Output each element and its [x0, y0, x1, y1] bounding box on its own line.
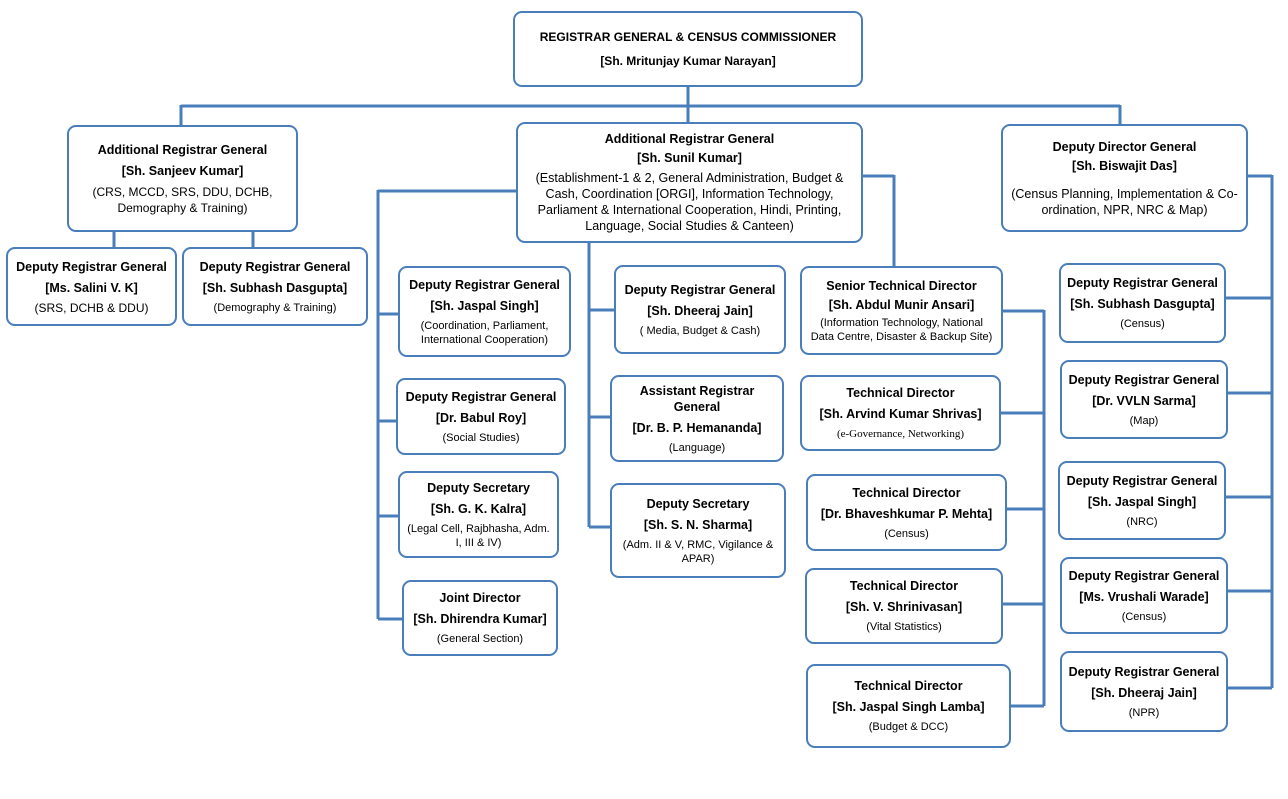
box-name: [Sh. Dheeraj Jain]: [1091, 685, 1197, 700]
box-name: [Dr. Babul Roy]: [435, 410, 527, 425]
box-desc: (Information Technology, National Data C…: [810, 316, 993, 343]
box-title: Additional Registrar General: [97, 142, 268, 157]
drg-vrushali-box: Deputy Registrar General [Ms. Vrushali W…: [1060, 557, 1228, 634]
box-desc: (SRS, DCHB & DDU): [34, 300, 149, 315]
box-title: Assistant Registrar General: [639, 383, 755, 414]
jd-dhirendra-box: Joint Director [Sh. Dhirendra Kumar] (Ge…: [402, 580, 558, 656]
box-desc: (e-Governance, Networking): [836, 428, 965, 440]
box-desc: (Legal Cell, Rajbhasha, Adm. I, III & IV…: [407, 522, 550, 549]
box-title: Deputy Registrar General: [1068, 664, 1220, 679]
box-name: [Sh. V. Shrinivasan]: [845, 600, 963, 614]
box-name: [Sh. Subhash Dasgupta]: [202, 280, 348, 295]
box-title: Deputy Registrar General: [1068, 372, 1220, 387]
box-name: [Sh. Subhash Dasgupta]: [1070, 297, 1215, 311]
drg-subhash-box: Deputy Registrar General [Sh. Subhash Da…: [182, 247, 368, 326]
box-title: Deputy Secretary: [427, 480, 530, 495]
box-title: Deputy Registrar General: [409, 277, 560, 292]
box-name: [Sh. S. N. Sharma]: [643, 517, 753, 532]
box-name: [Sh. Sunil Kumar]: [637, 151, 742, 165]
box-title: Deputy Registrar General: [624, 282, 776, 297]
box-desc: (Language): [668, 441, 726, 454]
drg-subhash-census-box: Deputy Registrar General [Sh. Subhash Da…: [1059, 263, 1226, 343]
box-name: [Sh. Jaspal Singh]: [430, 298, 539, 313]
box-title: Deputy Registrar General: [1068, 568, 1220, 583]
box-name: [Sh. Jaspal Singh Lamba]: [832, 700, 985, 714]
box-desc: (Establishment-1 & 2, General Administra…: [535, 171, 844, 233]
box-desc: (General Section): [436, 633, 524, 645]
box-title: Senior Technical Director: [826, 278, 977, 293]
box-desc: (Census): [884, 527, 929, 540]
drg-dheeraj-jain-media-box: Deputy Registrar General [Sh. Dheeraj Ja…: [614, 265, 786, 354]
box-name: [Sh. Dhirendra Kumar]: [413, 612, 547, 626]
td-arvind-box: Technical Director [Sh. Arvind Kumar Shr…: [800, 375, 1001, 451]
ds-sn-sharma-box: Deputy Secretary [Sh. S. N. Sharma] (Adm…: [610, 483, 786, 578]
drg-jaspal-nrc-box: Deputy Registrar General [Sh. Jaspal Sin…: [1058, 461, 1226, 540]
box-desc: (Census Planning, Implementation & Co-or…: [1011, 186, 1238, 217]
box-desc: (Vital Statistics): [866, 621, 942, 633]
box-title: Technical Director: [849, 579, 959, 593]
box-desc: (CRS, MCCD, SRS, DDU, DCHB, Demography &…: [92, 184, 273, 215]
box-title: Deputy Registrar General: [1067, 276, 1218, 290]
box-desc: (Census): [1121, 610, 1167, 623]
drg-vvln-sarma-box: Deputy Registrar General [Dr. VVLN Sarma…: [1060, 360, 1228, 439]
box-name: [Sh. Arvind Kumar Shrivas]: [819, 407, 982, 421]
box-name: [Sh. Mritunjay Kumar Narayan]: [600, 54, 776, 68]
registrar-general-box: REGISTRAR GENERAL & CENSUS COMMISSIONER …: [513, 11, 863, 87]
box-name: [Dr. B. P. Hemananda]: [632, 420, 762, 435]
box-name: [Sh. Sanjeev Kumar]: [121, 163, 244, 178]
box-title: Technical Director: [846, 386, 955, 400]
box-name: [Sh. Dheeraj Jain]: [647, 303, 753, 318]
box-title: REGISTRAR GENERAL & CENSUS COMMISSIONER: [539, 30, 837, 44]
td-jaspal-lamba-box: Technical Director [Sh. Jaspal Singh Lam…: [806, 664, 1011, 748]
box-name: [Ms. Vrushali Warade]: [1079, 589, 1209, 604]
box-name: [Dr. VVLN Sarma]: [1092, 393, 1196, 408]
box-name: [Dr. Bhaveshkumar P. Mehta]: [820, 506, 993, 521]
std-abdul-munir-box: Senior Technical Director [Sh. Abdul Mun…: [800, 266, 1003, 355]
box-desc: (Social Studies): [442, 431, 520, 444]
box-title: Deputy Registrar General: [1066, 473, 1218, 488]
drg-salini-box: Deputy Registrar General [Ms. Salini V. …: [6, 247, 177, 326]
box-name: [Sh. Biswajit Das]: [1072, 158, 1177, 173]
box-desc: ( Media, Budget & Cash): [639, 324, 761, 337]
box-title: Joint Director: [439, 591, 521, 605]
arg-sunil-kumar-box: Additional Registrar General [Sh. Sunil …: [516, 122, 863, 243]
box-title: Deputy Secretary: [646, 496, 750, 511]
box-desc: (Coordination, Parliament, International…: [420, 319, 549, 346]
drg-jaspal-singh-coord-box: Deputy Registrar General [Sh. Jaspal Sin…: [398, 266, 571, 357]
box-desc: (Census): [1120, 318, 1165, 330]
box-title: Deputy Director General: [1052, 139, 1197, 154]
ddg-biswajit-das-box: Deputy Director General [Sh. Biswajit Da…: [1001, 124, 1248, 232]
box-title: Deputy Registrar General: [16, 259, 167, 274]
td-shrinivasan-box: Technical Director [Sh. V. Shrinivasan] …: [805, 568, 1003, 644]
box-name: [Sh. Jaspal Singh]: [1087, 494, 1197, 509]
box-desc: (NRC): [1126, 515, 1158, 528]
box-title: Technical Director: [854, 679, 963, 693]
box-desc: (Demography & Training): [213, 301, 337, 314]
box-name: [Sh. Abdul Munir Ansari]: [828, 297, 975, 312]
box-title: Additional Registrar General: [604, 132, 775, 146]
box-desc: (Map): [1129, 414, 1159, 427]
box-desc: (Adm. II & V, RMC, Vigilance & APAR): [622, 538, 774, 565]
td-bhaveshkumar-box: Technical Director [Dr. Bhaveshkumar P. …: [806, 474, 1007, 551]
arg-sanjeev-kumar-box: Additional Registrar General [Sh. Sanjee…: [67, 125, 298, 232]
ds-gk-kalra-box: Deputy Secretary [Sh. G. K. Kalra] (Lega…: [398, 471, 559, 558]
box-name: [Sh. G. K. Kalra]: [430, 501, 527, 516]
box-desc: (NPR): [1128, 706, 1160, 719]
box-title: Technical Director: [852, 485, 961, 500]
drg-dheeraj-npr-box: Deputy Registrar General [Sh. Dheeraj Ja…: [1060, 651, 1228, 732]
box-title: Deputy Registrar General: [405, 389, 557, 404]
drg-babul-roy-box: Deputy Registrar General [Dr. Babul Roy]…: [396, 378, 566, 455]
arg-hemananda-box: Assistant Registrar General [Dr. B. P. H…: [610, 375, 784, 462]
box-desc: (Budget & DCC): [868, 721, 949, 733]
box-title: Deputy Registrar General: [199, 259, 351, 274]
box-name: [Ms. Salini V. K]: [45, 280, 138, 295]
